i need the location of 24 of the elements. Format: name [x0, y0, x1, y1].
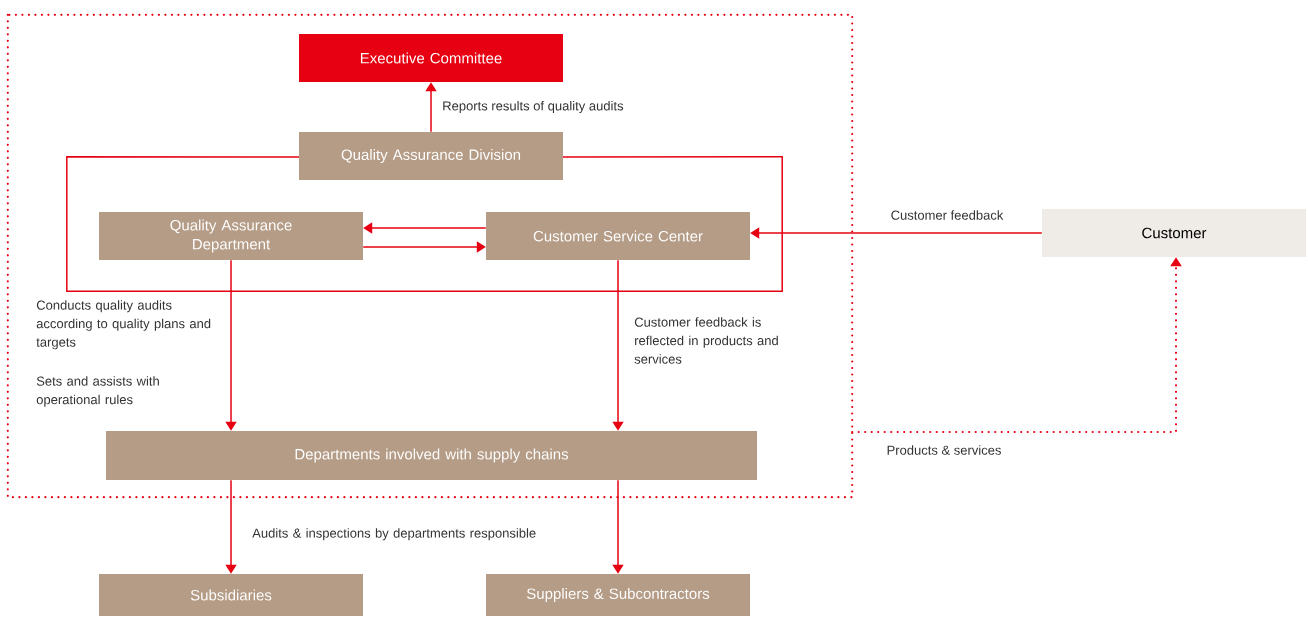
process-box: Quality Assurance Department — [99, 212, 363, 260]
edge-label: Customer feedback — [889, 209, 1005, 221]
arrow — [750, 227, 1043, 239]
arrow — [362, 241, 486, 253]
arrow — [612, 259, 624, 431]
process-box: Customer Service Center — [486, 212, 750, 260]
annotation-text: Audits & inspections by departments responsible — [252, 528, 536, 541]
arrow — [225, 259, 237, 431]
process-box: Subsidiaries — [99, 574, 363, 616]
dotted-frame — [6, 13, 854, 499]
edge-label: Reports results of quality audits — [441, 99, 625, 115]
arrow — [425, 82, 437, 133]
annotation-text: Sets and assists with operational rules — [36, 376, 159, 407]
process-box: Customer — [1042, 209, 1306, 257]
annotation-text: Conducts quality audits according to quality plans and targets — [36, 300, 211, 350]
process-box: Executive Committee — [299, 34, 563, 82]
process-box: Suppliers & Subcontractors — [486, 574, 750, 616]
arrow — [363, 222, 487, 234]
process-box: Quality Assurance Division — [299, 132, 563, 180]
annotation-text: Customer feedback is reflected in products and services — [634, 317, 778, 364]
arrow — [225, 479, 237, 574]
process-box: Departments involved with supply chains — [106, 431, 757, 480]
arrow — [612, 479, 624, 574]
edge-label: Products & services — [885, 444, 1003, 456]
